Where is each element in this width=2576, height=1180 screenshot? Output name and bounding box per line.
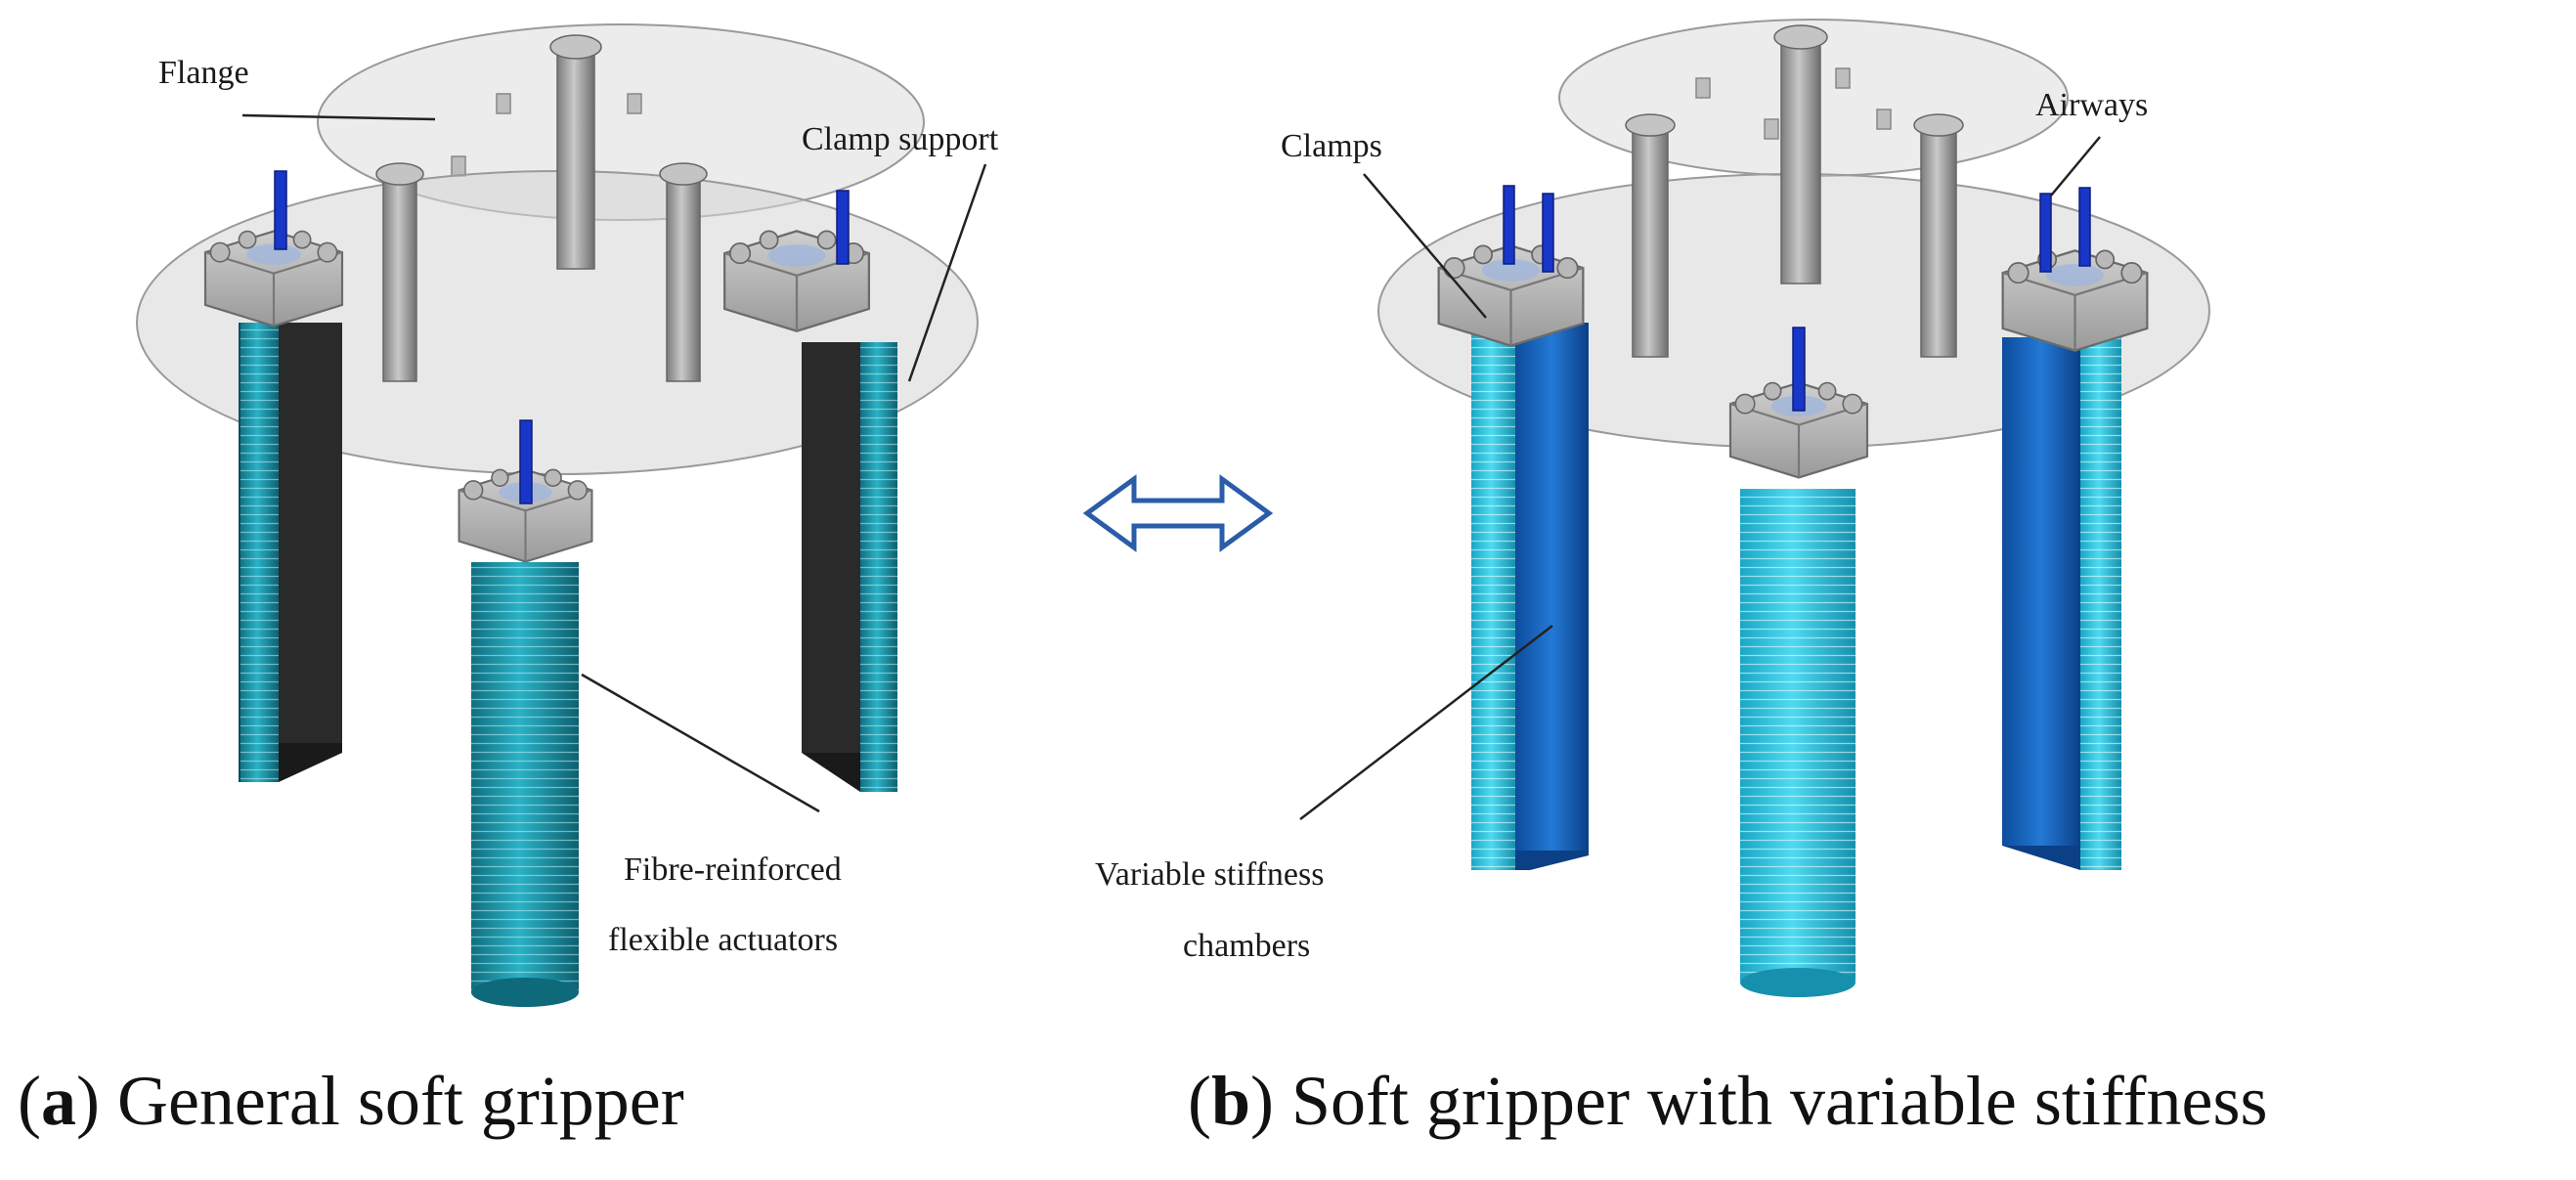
rods-b: [1625, 24, 1964, 358]
airway-left-a: [274, 170, 287, 250]
airway-left-b-1: [1503, 185, 1515, 265]
label-clamp-support: Clamp support: [802, 121, 999, 157]
actuator-left-a: [239, 323, 342, 782]
airway-front-a: [519, 419, 533, 504]
airway-right-b-1: [2039, 193, 2052, 273]
leader-clamps: [1363, 173, 1487, 319]
actuator-front-b: [1740, 489, 1856, 997]
actuator-right-a: [802, 342, 897, 792]
double-arrow-icon: [1082, 474, 1274, 552]
actuator-left-b: [1471, 323, 1589, 870]
clamp-left-a: [203, 170, 344, 328]
leader-flange: [241, 113, 436, 121]
label-chambers-1: Variable stiffness: [1095, 856, 1324, 893]
label-flange: Flange: [158, 55, 249, 91]
leader-actuators: [581, 673, 820, 813]
clamp-right-b: [2001, 187, 2149, 352]
actuator-right-b: [2002, 337, 2121, 870]
airway-right-a: [836, 190, 850, 265]
leader-chambers: [1299, 625, 1553, 820]
clamp-left-b: [1437, 185, 1585, 347]
panel-a: Flange Clamp support Fibre-reinforced fl…: [136, 23, 999, 1007]
clamp-front-a: [458, 419, 593, 563]
actuator-front-a: [471, 562, 579, 1007]
label-actuators-2: flexible actuators: [608, 922, 838, 958]
airway-front-b: [1792, 327, 1806, 412]
chamber-left-b: [1515, 323, 1589, 851]
clamp-front-b: [1728, 327, 1869, 479]
leader-clamp-support: [907, 163, 987, 382]
caption-a: (a) General soft gripper: [18, 1062, 684, 1140]
panel-b: Clamps Airways Variable stiffness chambe…: [1095, 19, 2210, 997]
airway-right-b-2: [2078, 187, 2091, 267]
label-clamps: Clamps: [1281, 128, 1382, 164]
caption-b: (b) Soft gripper with variable stiffness: [1188, 1062, 2268, 1140]
label-airways: Airways: [2035, 87, 2148, 123]
flange-holes-b: [1695, 67, 1892, 140]
rods-a: [375, 34, 708, 382]
chamber-right-b: [2002, 337, 2080, 846]
label-actuators-1: Fibre-reinforced: [624, 852, 842, 888]
label-chambers-2: chambers: [1183, 928, 1310, 964]
leader-airways: [2050, 136, 2101, 197]
clamp-right-a: [722, 190, 871, 332]
airway-left-b-2: [1542, 193, 1554, 273]
